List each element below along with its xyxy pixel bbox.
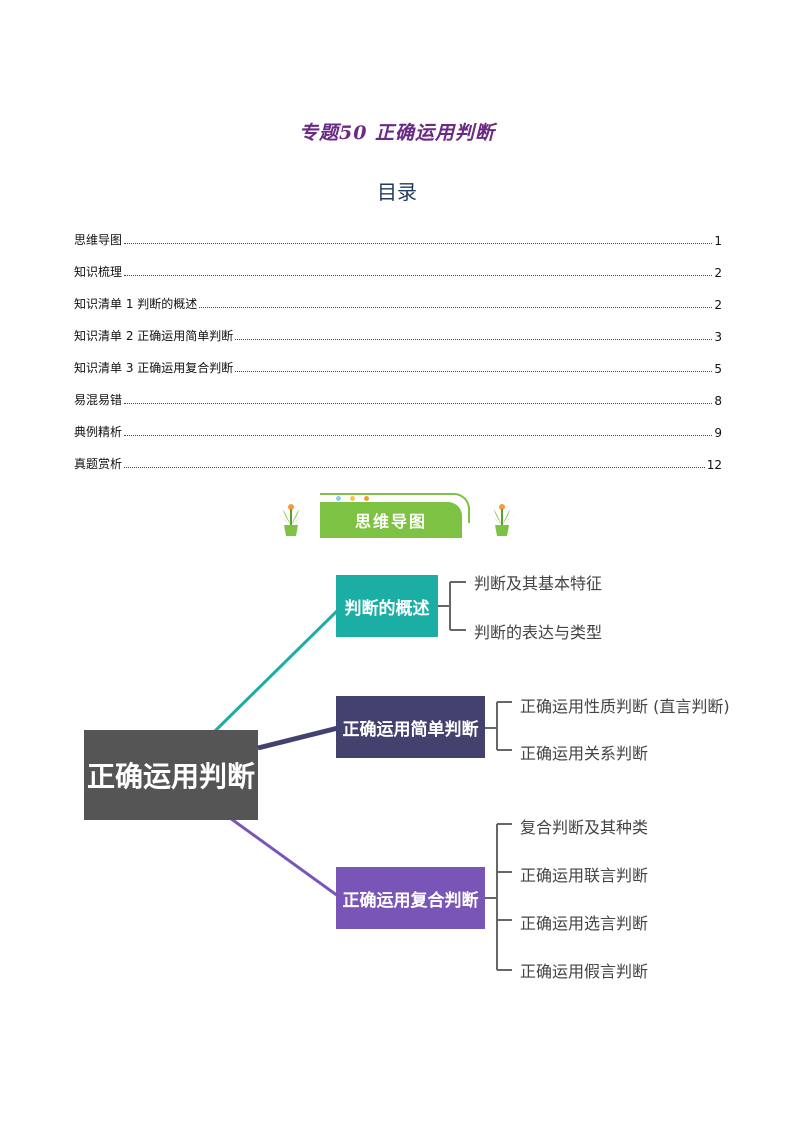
banner-dot bbox=[350, 496, 355, 501]
plant-icon-left bbox=[278, 504, 304, 536]
banner-dot bbox=[364, 496, 369, 501]
toc-entry-label: 知识清单 2 正确运用简单判断 bbox=[74, 329, 234, 343]
banner-dot bbox=[336, 496, 341, 501]
mind-map-connectors bbox=[212, 581, 512, 971]
toc-entry[interactable]: 典例精析 9 bbox=[74, 408, 722, 440]
toc-entry-page: 1 bbox=[714, 234, 722, 248]
toc-entry[interactable]: 知识清单 2 正确运用简单判断 3 bbox=[74, 312, 722, 344]
leaf-node: 判断及其基本特征 bbox=[474, 574, 603, 593]
toc-leader bbox=[124, 467, 705, 468]
toc-leader bbox=[124, 275, 713, 276]
toc-entry-label: 思维导图 bbox=[74, 233, 123, 247]
toc-entry-label: 真题赏析 bbox=[74, 457, 123, 471]
section-banner: 思维导图 bbox=[320, 493, 470, 539]
document-title: 专题50 正确运用判断 bbox=[298, 122, 496, 144]
toc-entry-page: 9 bbox=[714, 426, 722, 440]
banner-tab-outline bbox=[320, 493, 470, 523]
mind-map: 正确运用判断 判断的概述 正确运用简单判断 正确运用复合判断 判断及其基本特征 … bbox=[0, 560, 794, 1000]
toc-entry-label: 知识清单 3 正确运用复合判断 bbox=[74, 361, 234, 375]
toc-entry[interactable]: 知识梳理 2 bbox=[74, 248, 722, 280]
leaf-node: 复合判断及其种类 bbox=[520, 818, 649, 837]
leaf-node: 正确运用关系判断 bbox=[520, 744, 649, 763]
toc-entry[interactable]: 知识清单 3 正确运用复合判断 5 bbox=[74, 344, 722, 376]
toc-leader bbox=[235, 339, 713, 340]
branch-node-compound: 正确运用复合判断 bbox=[336, 867, 485, 929]
toc-leader bbox=[124, 243, 713, 244]
toc-entry-label: 易混易错 bbox=[74, 393, 123, 407]
table-of-contents: 思维导图 1 知识梳理 2 知识清单 1 判断的概述 2 知识清单 2 正确运用简单判… bbox=[74, 216, 722, 472]
toc-entry-label: 知识清单 1 判断的概述 bbox=[74, 297, 198, 311]
toc-leader bbox=[124, 403, 713, 404]
leaf-node: 正确运用联言判断 bbox=[520, 866, 649, 885]
toc-leader bbox=[124, 435, 713, 436]
toc-entry[interactable]: 思维导图 1 bbox=[74, 216, 722, 248]
leaf-node: 正确运用假言判断 bbox=[520, 962, 649, 981]
leaf-node: 正确运用选言判断 bbox=[520, 914, 649, 933]
toc-entry-page: 8 bbox=[714, 394, 722, 408]
toc-entry-page: 2 bbox=[714, 298, 722, 312]
toc-entry-label: 知识梳理 bbox=[74, 265, 123, 279]
leaf-node: 判断的表达与类型 bbox=[474, 623, 603, 642]
toc-entry-page: 5 bbox=[714, 362, 722, 376]
toc-heading: 目录 bbox=[377, 180, 417, 204]
toc-entry-page: 12 bbox=[706, 458, 722, 472]
toc-entry[interactable]: 真题赏析 12 bbox=[74, 440, 722, 472]
toc-entry-page: 3 bbox=[714, 330, 722, 344]
plant-icon-right bbox=[489, 504, 515, 536]
branch-node-simple: 正确运用简单判断 bbox=[336, 696, 485, 758]
banner-label: 思维导图 bbox=[320, 502, 462, 538]
leaf-node: 正确运用性质判断 (直言判断) bbox=[520, 697, 730, 716]
branch-node-overview: 判断的概述 bbox=[336, 575, 438, 637]
toc-entry-page: 2 bbox=[714, 266, 722, 280]
toc-entry[interactable]: 知识清单 1 判断的概述 2 bbox=[74, 280, 722, 312]
toc-entry-label: 典例精析 bbox=[74, 425, 123, 439]
mind-map-root: 正确运用判断 bbox=[84, 730, 258, 820]
toc-leader bbox=[235, 371, 713, 372]
toc-entry[interactable]: 易混易错 8 bbox=[74, 376, 722, 408]
toc-leader bbox=[199, 307, 713, 308]
